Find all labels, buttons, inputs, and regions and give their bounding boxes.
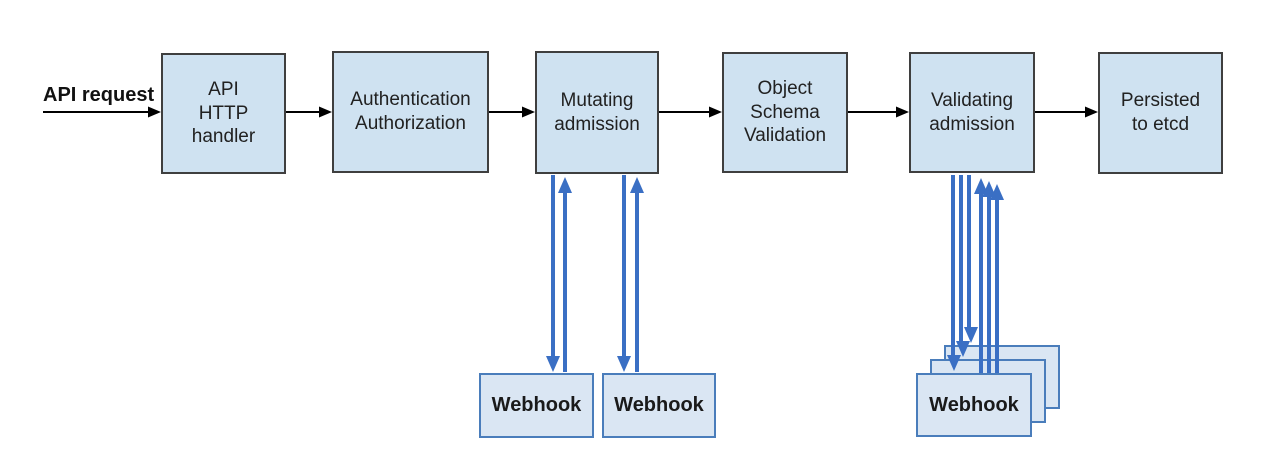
arrow-mutating-to-webhook1 [546,175,560,372]
arrow-mutating-to-schema [659,106,722,118]
node-object-schema-validation: Object Schema Validation [722,52,848,173]
validating-webhook-front: Webhook [916,373,1032,437]
node-api-http-handler: API HTTP handler [161,53,286,174]
validating-webhook-label: Webhook [929,393,1019,416]
arrow-api-request [43,106,161,118]
arrow-handler-to-auth [286,106,332,118]
node-persisted-to-etcd-label: Persisted to etcd [1120,90,1201,135]
node-object-schema-validation-label: Object Schema Validation [743,77,827,147]
node-authentication-authorization-label: Authentication Authorization [350,89,471,134]
node-api-http-handler-label: API HTTP handler [191,78,256,148]
arrow-webhooks-to-validating-up [974,178,1004,373]
arrow-webhook1-to-mutating [558,177,572,372]
arrow-mutating-to-webhook2 [617,175,631,372]
node-mutating-admission: Mutating admission [535,51,659,174]
arrow-auth-to-mutating [489,106,535,118]
api-request-label: API request [43,84,155,106]
arrow-validating-to-webhooks-down [947,175,978,371]
node-authentication-authorization: Authentication Authorization [332,51,489,173]
node-persisted-to-etcd: Persisted to etcd [1098,52,1223,174]
arrow-validating-to-etcd [1035,106,1098,118]
arrow-schema-to-validating [848,106,909,118]
node-validating-admission-label: Validating admission [929,89,1015,135]
mutating-webhook-1: Webhook [479,373,594,438]
mutating-webhook-1-label: Webhook [491,394,582,416]
node-validating-admission: Validating admission [909,52,1035,173]
arrow-webhook2-to-mutating [630,177,644,372]
mutating-webhook-2-label: Webhook [614,394,704,416]
node-mutating-admission-label: Mutating admission [554,89,640,135]
mutating-webhook-2: Webhook [602,373,716,438]
